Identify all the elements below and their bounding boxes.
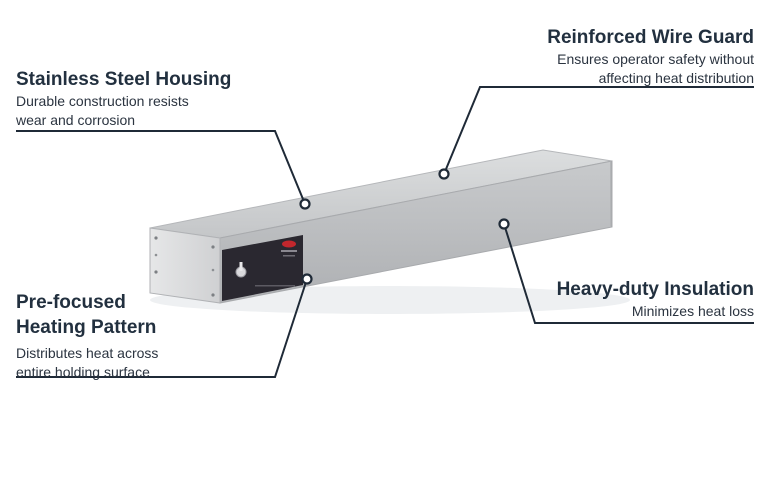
callout-guard: Reinforced Wire Guard Ensures operator s…: [454, 26, 754, 88]
screw-icon: [211, 293, 215, 297]
panel-text-line: [283, 255, 295, 257]
callout-dot-pattern: [301, 273, 313, 285]
callout-title: Pre-focused: [16, 292, 126, 313]
callout-desc: Ensures operator safety without: [557, 51, 754, 67]
callout-desc: affecting heat distribution: [598, 70, 754, 86]
callout-desc: Durable construction resists: [16, 93, 189, 109]
leader-line-guard: [443, 86, 754, 175]
leader-line-insulation: [503, 223, 754, 324]
callout-dot-insulation: [498, 218, 510, 230]
leader-lines: [16, 86, 754, 378]
callout-title: Heating Pattern: [16, 317, 157, 338]
callout-title: Heavy-duty Insulation: [556, 279, 754, 300]
screw-icon: [154, 253, 158, 257]
leader-line-pattern: [16, 278, 308, 378]
callout-dot-housing: [299, 198, 311, 210]
brand-logo-icon: [282, 240, 296, 248]
panel-text-line: [281, 250, 297, 252]
screw-icon: [154, 270, 158, 274]
toggle-lever: [239, 262, 243, 271]
panel-text-line: [255, 285, 295, 287]
housing-left-end: [149, 227, 221, 304]
housing-right-end: [610, 161, 612, 228]
callout-housing: Stainless Steel Housing Durable construc…: [16, 68, 276, 130]
leader-line-housing: [16, 130, 306, 205]
callout-desc: wear and corrosion: [16, 112, 136, 128]
callout-pattern: Pre-focused Heating Pattern Distributes …: [16, 290, 256, 382]
callout-title: Stainless Steel Housing: [16, 69, 232, 90]
screw-icon: [211, 245, 215, 249]
callout-dot-guard: [438, 168, 450, 180]
screw-icon: [211, 268, 215, 272]
callout-desc: entire holding surface: [16, 364, 150, 380]
callout-insulation: Heavy-duty Insulation Minimizes heat los…: [454, 278, 754, 321]
callout-desc: Distributes heat across: [16, 345, 159, 361]
callout-desc: Minimizes heat loss: [631, 303, 754, 319]
callout-title: Reinforced Wire Guard: [547, 27, 754, 48]
screw-icon: [154, 236, 158, 240]
